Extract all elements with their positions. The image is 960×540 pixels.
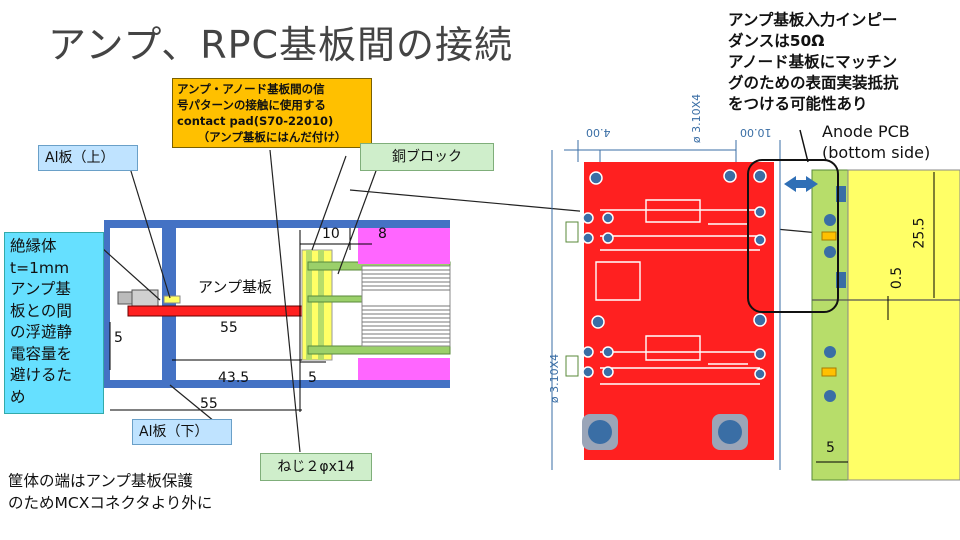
dimension-lines <box>109 228 372 412</box>
dim-55-lower: 55 <box>200 396 218 412</box>
contact-pad-line: 号パターンの接触に使用する <box>177 98 326 112</box>
double-arrow-icon <box>784 176 818 192</box>
pcb-outline-tab <box>565 221 579 243</box>
hole-dim-top: ø 3.10X4 <box>690 93 704 144</box>
impedance-note-line: をつける可能性あり <box>728 95 868 113</box>
insulator-note-line: 避けるた <box>10 366 73 384</box>
anode-pcb-label: Anode PCB (bottom side) <box>822 121 930 163</box>
dim-10: 10 <box>322 226 340 242</box>
insulator-note-line: 板との間 <box>10 301 72 320</box>
magenta-block <box>358 228 450 264</box>
anode-dimension-lines <box>816 172 935 463</box>
contact-pad-line: contact pad(S70-22010) <box>177 114 334 128</box>
dim-25-5: 25.5 <box>911 217 928 249</box>
highlight-frame <box>747 159 839 313</box>
al-bottom-plate <box>104 380 450 388</box>
screw-label: ねじ２φx14 <box>260 453 372 481</box>
pcb-outline-tab <box>565 355 579 377</box>
dim-5-anode: 5 <box>826 440 835 456</box>
anode-hatch <box>361 265 451 347</box>
page-title: アンプ、RPC基板間の接続 <box>48 23 514 67</box>
contact-pad-callout: アンプ・アノード基板間の信 号パターンの接触に使用する contact pad(… <box>172 78 372 148</box>
pcb-red <box>584 162 774 460</box>
contact-pad-line: アンプ・アノード基板間の信 <box>177 82 325 96</box>
pcb-dim-4: 4.00 <box>586 126 611 139</box>
pcb-vias <box>582 169 767 380</box>
green-bar <box>307 345 451 355</box>
anode-leader <box>799 129 809 163</box>
copper-block-label: 銅ブロック <box>360 143 494 171</box>
anode-pcb-line: (bottom side) <box>822 143 931 162</box>
anode-pads <box>824 186 846 402</box>
dim-55-upper: 55 <box>220 320 238 336</box>
dim-5-left: 5 <box>114 330 123 346</box>
pcb-dim-10: 10.00 <box>740 126 772 139</box>
anode-pcb-line: Anode PCB <box>822 122 910 141</box>
housing-note: 筐体の端はアンプ基板保護 のためMCXコネクタより外に <box>8 470 212 514</box>
insulator-note-line: め <box>10 387 26 406</box>
insulator-note: 絶縁体 t=1mm アンプ基 板との間 の浮遊静 電容量を 避けるた め <box>4 232 104 414</box>
copper-strip <box>318 250 324 360</box>
dim-43-5: 43.5 <box>218 370 250 386</box>
housing-wall <box>104 220 110 388</box>
al-bottom-label: Al板（下） <box>132 419 232 445</box>
housing-note-line: のためMCXコネクタより外に <box>8 494 213 512</box>
impedance-note-line: ダンスは50Ω <box>728 32 825 50</box>
magenta-block <box>358 358 450 380</box>
contact-pad <box>821 231 837 241</box>
insulator-note-line: の浮遊静 <box>10 323 73 341</box>
al-top-label: Al板（上） <box>38 145 138 171</box>
insulator-note-line: 絶縁体 <box>10 237 57 255</box>
copper-strip <box>306 250 312 360</box>
dim-5-right: 5 <box>308 370 317 386</box>
mcx-connector <box>117 291 133 305</box>
housing-note-line: 筐体の端はアンプ基板保護 <box>8 472 193 490</box>
insulator-note-line: 電容量を <box>10 344 73 363</box>
mount-holes <box>582 414 748 450</box>
impedance-note: アンプ基板入力インピー ダンスは50Ω アノード基板にマッチン グのための表面実… <box>728 10 948 115</box>
insulator-pad <box>163 295 181 304</box>
impedance-note-line: アノード基板にマッチン <box>728 53 898 71</box>
impedance-note-line: アンプ基板入力インピー <box>728 11 898 29</box>
insulator-note-line: t=1mm <box>10 258 70 277</box>
anode-pcb <box>847 169 960 481</box>
pcb-traces <box>595 199 760 385</box>
hole-dim-left: ø 3.10X4 <box>548 353 562 404</box>
dim-8: 8 <box>378 226 387 242</box>
contact-pad <box>821 367 837 377</box>
pcb-dimension-lines <box>551 140 781 470</box>
amp-board <box>127 305 309 317</box>
mcx-body <box>131 289 159 307</box>
dim-0-5: 0.5 <box>889 266 906 290</box>
contact-pad-line: （アンプ基板にはんだ付け） <box>197 130 347 144</box>
impedance-note-line: グのための表面実装抵抗 <box>728 74 899 92</box>
al-support <box>162 228 176 380</box>
amp-board-label: アンプ基板 <box>198 278 272 296</box>
insulator-note-line: アンプ基 <box>10 280 71 298</box>
